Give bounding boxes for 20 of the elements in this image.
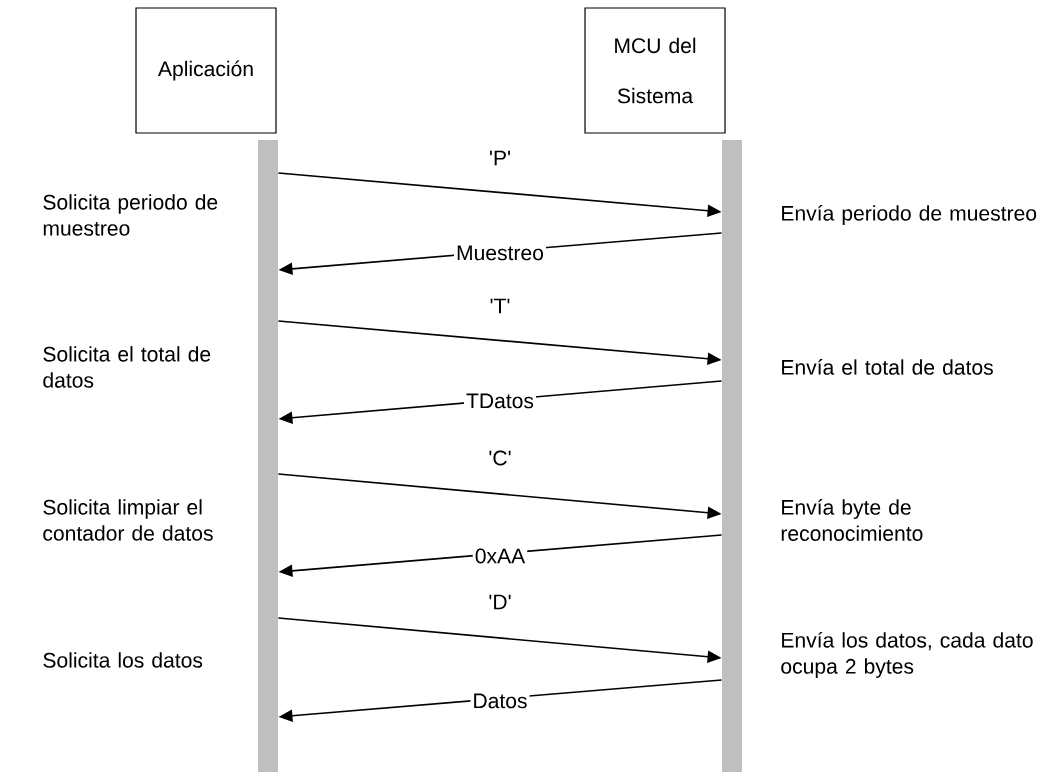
message-label: 'D' bbox=[489, 594, 511, 610]
message-label: TDatos bbox=[466, 393, 534, 409]
participant-box: Aplicación bbox=[135, 7, 277, 134]
step-note: Solicita periodo de muestreo bbox=[43, 194, 218, 236]
message-label: Datos bbox=[474, 693, 527, 709]
message-label: Muestreo bbox=[457, 245, 544, 261]
message-label: 'C' bbox=[489, 450, 511, 466]
step-note: Envía el total de datos bbox=[782, 359, 993, 375]
step-note: Envía periodo de muestreo bbox=[782, 205, 1037, 225]
lifeline-bar bbox=[258, 140, 278, 772]
step-note: Envía byte de reconocimiento bbox=[781, 499, 923, 541]
message-label: 'T' bbox=[490, 298, 510, 314]
step-note: Solicita limpiar el contador de datos bbox=[43, 499, 213, 541]
participant-box: MCU del Sistema bbox=[584, 7, 726, 134]
step-note: Solicita los datos bbox=[43, 652, 203, 668]
lifeline-bar bbox=[722, 140, 742, 772]
message-label: 0xAA bbox=[475, 548, 526, 564]
message-label: 'P' bbox=[490, 150, 510, 166]
step-note: Envía los datos, cada dato ocupa 2 bytes bbox=[781, 631, 1033, 678]
step-note: Solicita el total de datos bbox=[43, 346, 211, 388]
